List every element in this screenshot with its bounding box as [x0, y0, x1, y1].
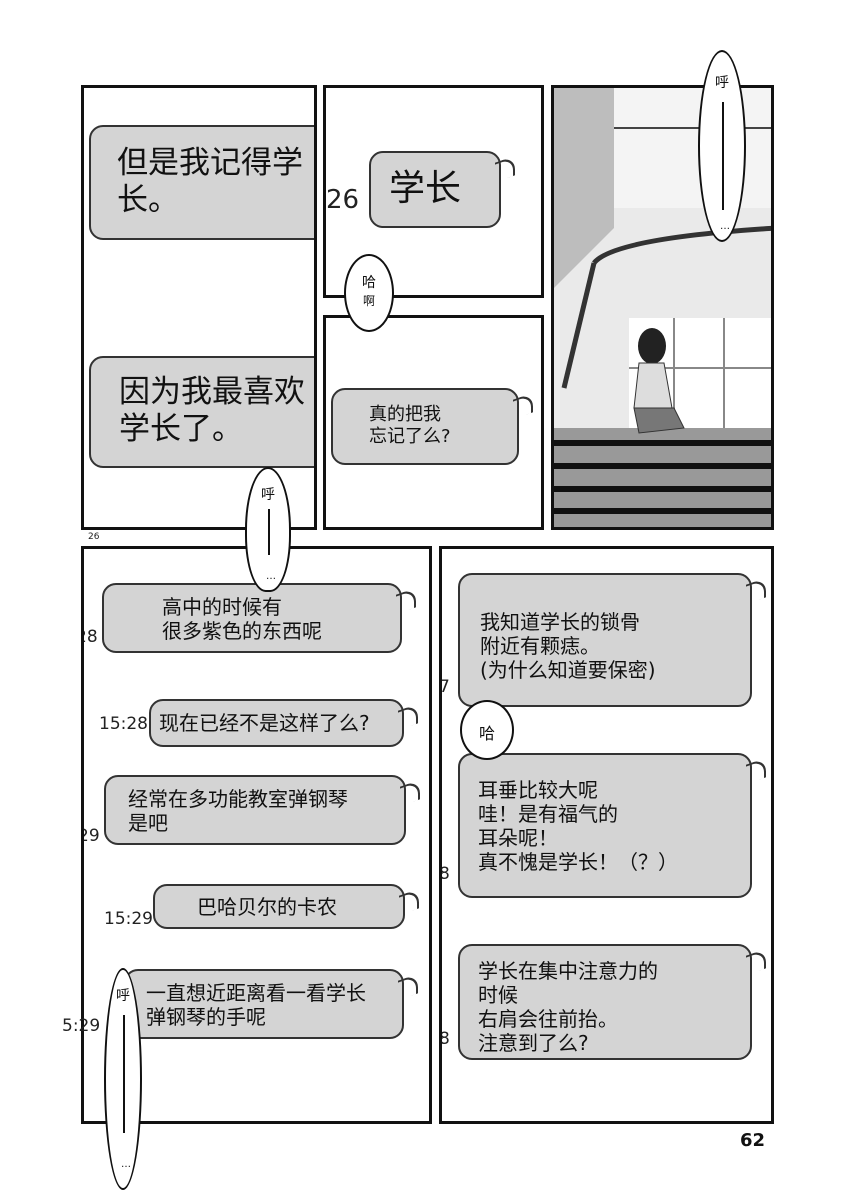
timestamp: 8 — [439, 864, 450, 884]
sfx-fu-bubble: 呼 … — [698, 50, 746, 242]
bubble-tail — [396, 587, 416, 615]
bubble-line: 是吧 — [128, 811, 168, 835]
bubble-tail — [398, 973, 418, 1001]
sfx-fu-bubble: 呼 … — [104, 968, 142, 1190]
message-bubble: 巴哈贝尔的卡农 — [153, 884, 419, 929]
bubble-tail — [400, 779, 420, 807]
bubble-line: 但是我记得学 — [117, 145, 303, 181]
bubble-text: 学长 — [389, 168, 462, 209]
timestamp: 29 — [84, 826, 100, 846]
bubble-tail — [513, 392, 533, 420]
timestamp: 7 — [439, 677, 450, 697]
bubble-line: 哇！是有福气的 — [478, 802, 618, 826]
sfx-line — [722, 102, 724, 210]
timestamp: 8 — [439, 1029, 450, 1049]
sfx-dots: … — [720, 221, 730, 232]
bubble-line: 经常在多功能教室弹钢琴 — [128, 787, 348, 811]
message-bubble: 我知道学长的锁骨 附近有颗痣。 (为什么知道要保密) — [458, 573, 766, 707]
timestamp: 28 — [84, 627, 98, 647]
bubble-line: 学长了。 — [119, 411, 243, 448]
sfx-ha-bubble: 哈 — [460, 700, 514, 760]
bubble-line: 我知道学长的锁骨 — [480, 610, 640, 634]
message-bubble: 现在已经不是这样了么? — [149, 699, 418, 747]
sfx-line — [268, 509, 270, 555]
sfx-line — [123, 1015, 125, 1133]
page-number: 62 — [740, 1130, 766, 1151]
sfx-fu-bubble: 呼 … — [245, 467, 291, 592]
panel-4-stairs-illustration — [551, 85, 774, 530]
timestamp: 15:28 — [99, 714, 148, 734]
bubble-line: 弹钢琴的手呢 — [146, 1005, 266, 1029]
bubble-line: 注意到了么? — [478, 1031, 589, 1055]
sfx-text: 啊 — [362, 294, 375, 308]
bubble-line: 现在已经不是这样了么? — [159, 711, 370, 735]
message-bubble: 经常在多功能教室弹钢琴 是吧 — [104, 775, 420, 845]
panel-3: 真的把我 忘记了么? — [323, 315, 544, 530]
bubble-tail — [746, 948, 766, 976]
bubble-line: 长。 — [117, 182, 179, 219]
sfx-text: 呼 — [715, 75, 729, 91]
message-bubble: 学长在集中注意力的 时候 右肩会往前抬。 注意到了么? — [458, 944, 766, 1060]
bubble-line: 耳朵呢！ — [478, 826, 558, 850]
timestamp: 5:29 — [62, 1016, 101, 1036]
bubble-line: 时候 — [478, 983, 518, 1007]
message-bubble: 学长 — [369, 151, 515, 228]
margin-page-number: 26 — [88, 532, 100, 542]
bubble-line: 很多紫色的东西呢 — [162, 619, 322, 643]
bubble-line: 高中的时候有 — [162, 595, 282, 619]
bubble-tail — [399, 888, 419, 916]
panel-1: 但是我记得学 长。 因为我最喜欢 学长了。 — [81, 85, 317, 530]
bubble-line: 附近有颗痣。 — [480, 634, 600, 658]
sfx-dots: … — [266, 571, 276, 582]
bubble-tail — [398, 703, 418, 731]
sfx-haa-bubble: 哈 啊 — [344, 254, 394, 332]
message-bubble: 真的把我 忘记了么? — [331, 388, 533, 465]
sfx-text: 哈 — [362, 275, 376, 291]
sfx-text: 呼 — [116, 988, 130, 1004]
message-bubble: 一直想近距离看一看学长 弹钢琴的手呢 — [124, 969, 418, 1039]
bubble-line: 一直想近距离看一看学长 — [146, 981, 366, 1005]
bubble-line: 真的把我 — [369, 404, 441, 425]
bubble-line: 巴哈贝尔的卡农 — [197, 895, 337, 919]
message-bubble: 因为我最喜欢 学长了。 — [89, 356, 314, 468]
message-bubble: 高中的时候有 很多紫色的东西呢 — [102, 583, 416, 653]
bubble-line: 右肩会往前抬。 — [478, 1007, 618, 1031]
bubble-line: 真不愧是学长！（？） — [478, 850, 678, 874]
sfx-text: 哈 — [478, 724, 495, 743]
message-bubble: 耳垂比较大呢 哇！是有福气的 耳朵呢！ 真不愧是学长！（？） — [458, 753, 766, 898]
sfx-dots: … — [121, 1159, 131, 1170]
bubble-tail — [495, 155, 515, 183]
sfx-text: 呼 — [261, 487, 275, 503]
bubble-line: 学长在集中注意力的 — [478, 959, 658, 983]
panel-6-chat: 7 我知道学长的锁骨 附近有颗痣。 (为什么知道要保密) 8 耳垂比较大呢 哇！… — [439, 546, 774, 1124]
bubble-tail — [746, 757, 766, 785]
bubble-line: (为什么知道要保密) — [480, 658, 656, 682]
bubble-tail — [746, 577, 766, 605]
bubble-line: 因为我最喜欢 — [119, 374, 305, 410]
bubble-line: 忘记了么? — [369, 425, 451, 447]
timestamp: 26 — [326, 185, 360, 215]
message-bubble: 但是我记得学 长。 — [89, 125, 314, 240]
bubble-line: 耳垂比较大呢 — [478, 778, 598, 802]
timestamp: 15:29 — [104, 909, 153, 929]
